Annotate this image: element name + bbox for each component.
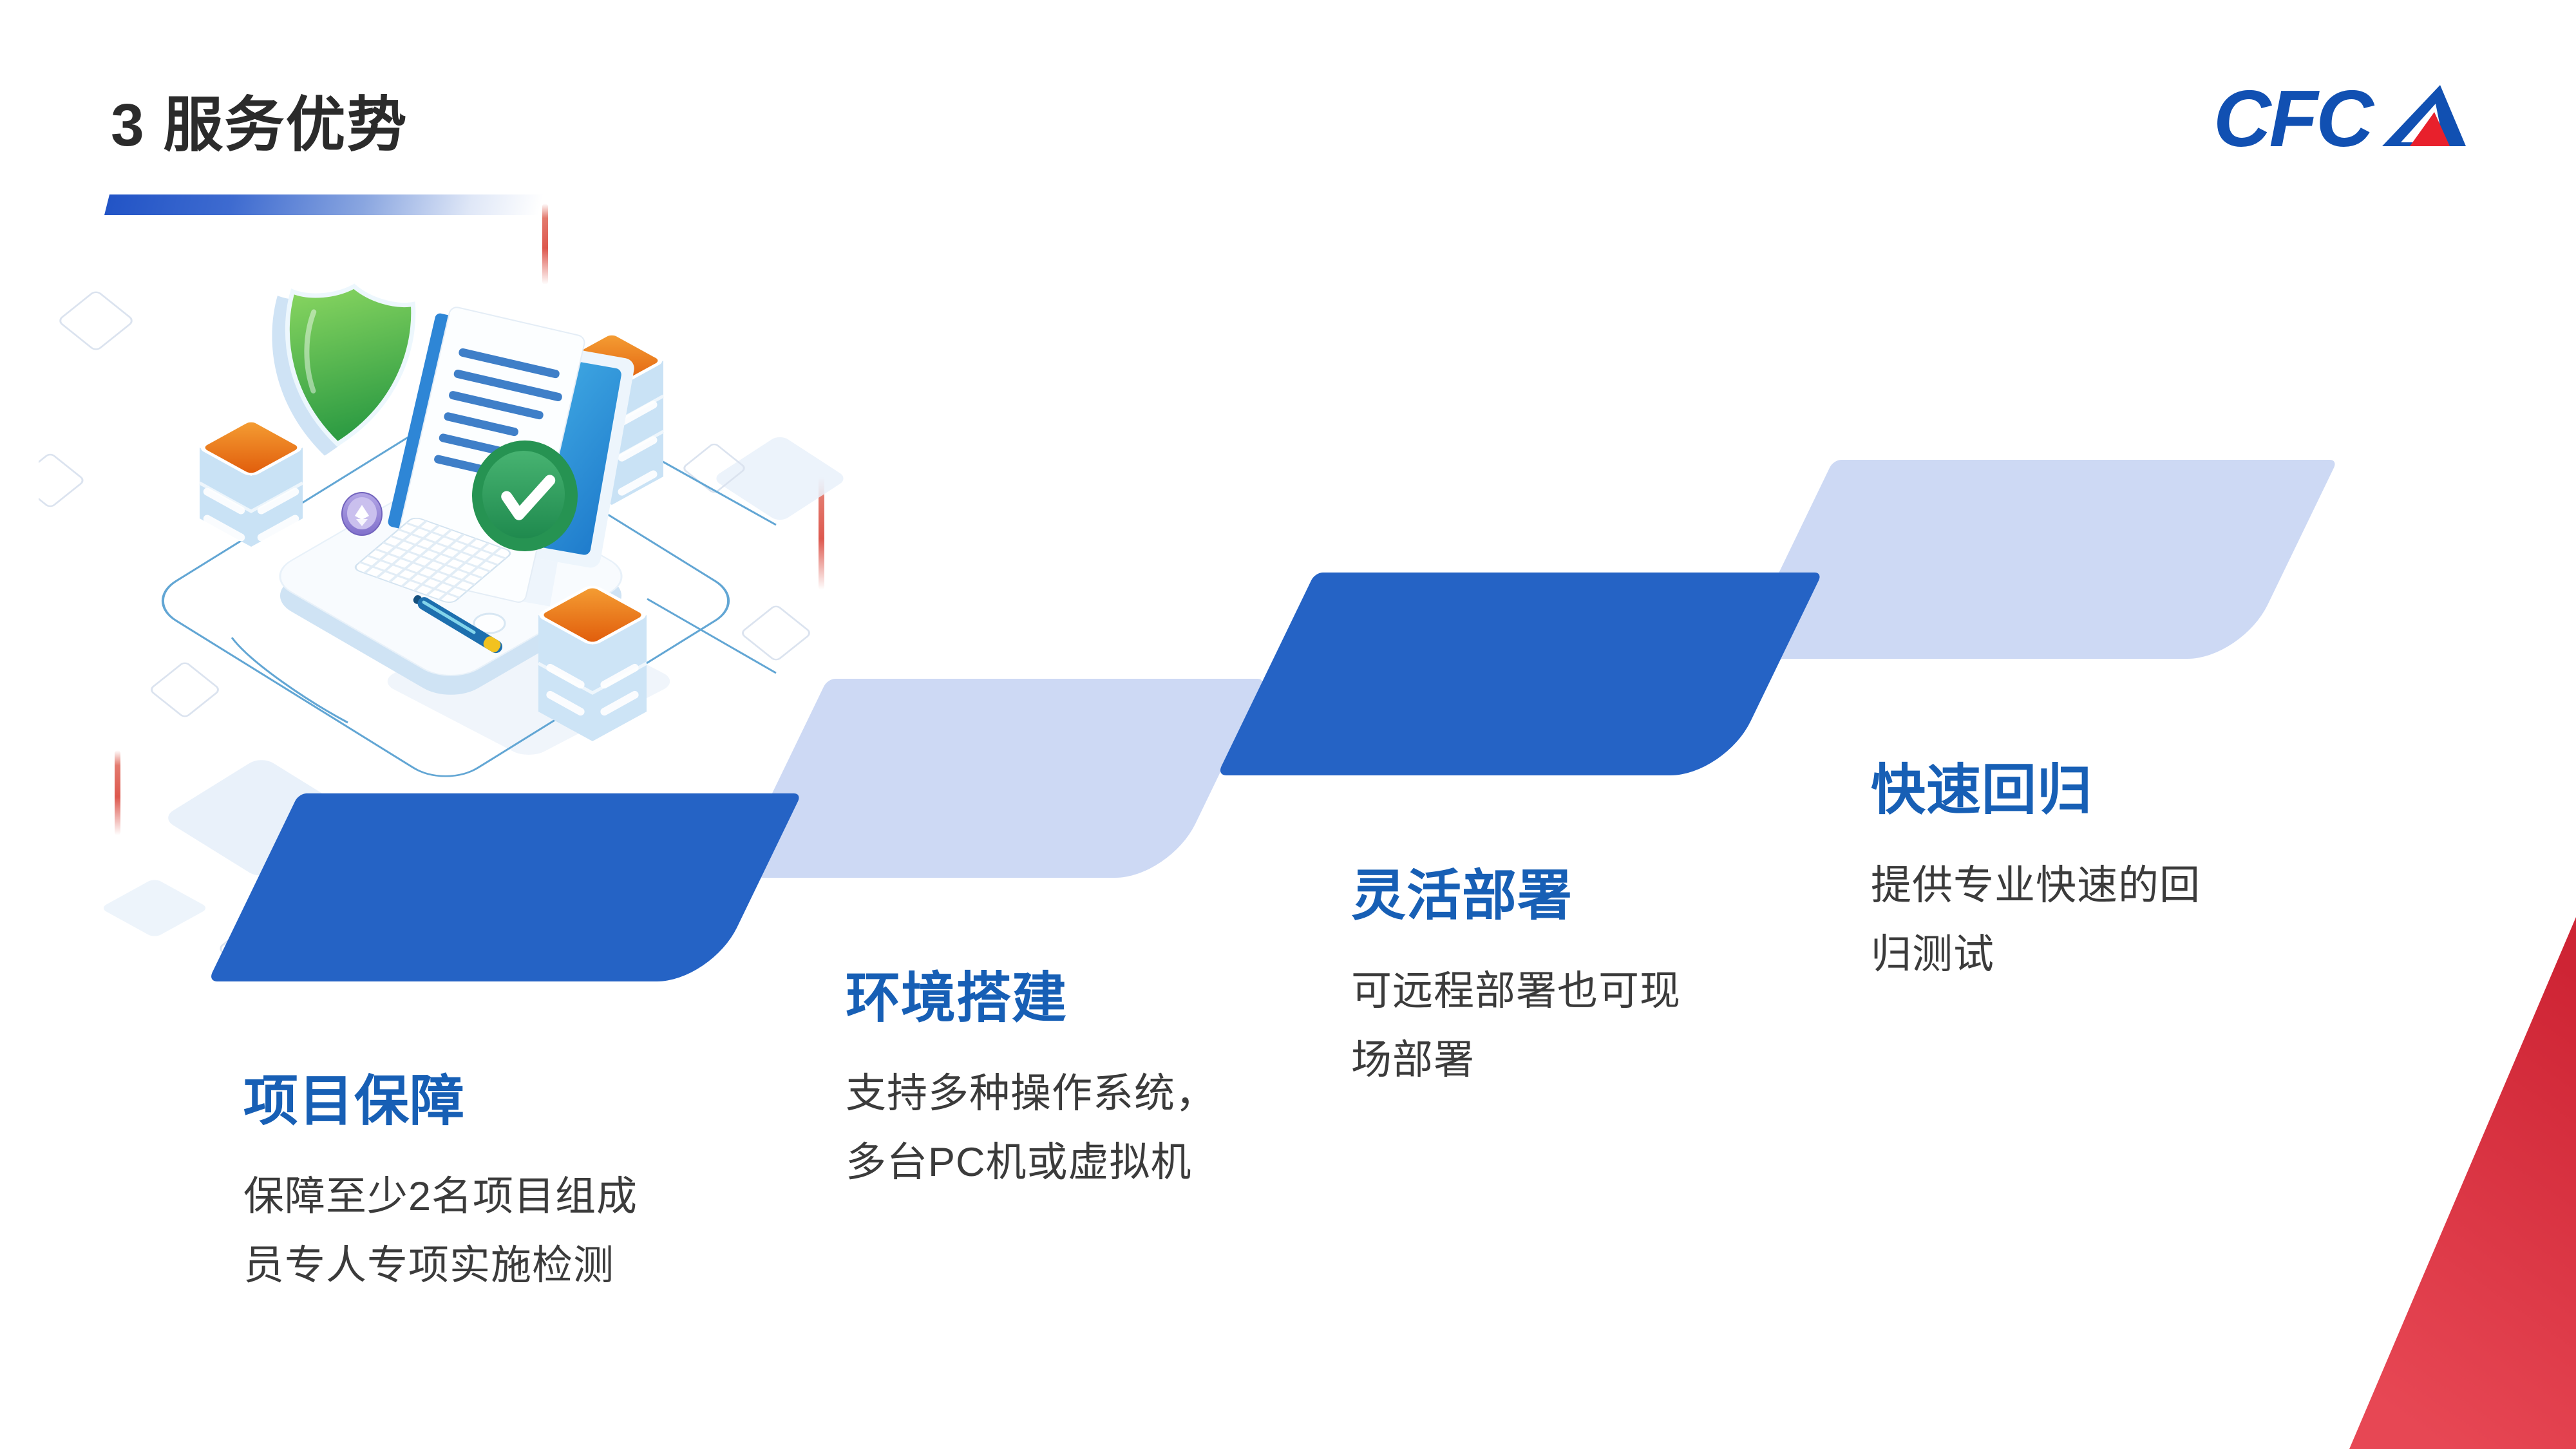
card-description: 提供专业快速的回 归测试 [1871, 851, 2201, 989]
card-environment: 环境搭建 支持多种操作系统， 多台PC机或虚拟机 [846, 971, 1217, 1197]
card-description-line: 提供专业快速的回 [1871, 863, 2201, 908]
card-description-line: 支持多种操作系统， [846, 1071, 1217, 1116]
page-title: 3 服务优势 [111, 91, 408, 158]
red-accent-dash-icon [542, 204, 548, 285]
coin-icon [341, 492, 383, 536]
cfca-logo: CFC [2213, 82, 2466, 158]
cfca-logo-letter-a [2382, 85, 2466, 146]
pen-icon [413, 595, 503, 654]
card-regression: 快速回归 提供专业快速的回 归测试 [1871, 763, 2201, 989]
card-title: 快速回归 [1871, 760, 2093, 821]
card-project: 项目保障 保障至少2名项目组成 员专人专项实施检测 [243, 1074, 638, 1300]
card-description-line: 多台PC机或虚拟机 [846, 1140, 1192, 1185]
cfca-logo-letters: CFC [2213, 82, 2374, 158]
server-stack-bottom-icon [537, 585, 648, 741]
card-shape-project [207, 793, 802, 981]
card-title: 灵活部署 [1351, 866, 1573, 927]
server-stack-left-icon [198, 419, 304, 547]
mouse-icon [473, 612, 506, 634]
card-description-line: 归测试 [1871, 932, 1994, 977]
title-underline-bar [104, 194, 553, 215]
cfca-logo-a-red-triangle-icon [2410, 112, 2450, 146]
hero-illustration [39, 283, 844, 980]
card-deployment: 灵活部署 可远程部署也可现 场部署 [1351, 869, 1681, 1095]
card-description: 保障至少2名项目组成 员专人专项实施检测 [243, 1162, 638, 1300]
card-description: 可远程部署也可现 场部署 [1351, 957, 1681, 1095]
card-description-line: 可远程部署也可现 [1351, 969, 1681, 1014]
card-description: 支持多种操作系统， 多台PC机或虚拟机 [846, 1059, 1217, 1197]
card-title: 项目保障 [243, 1071, 466, 1132]
red-accent-dash-icon [115, 750, 120, 835]
keyboard-icon [354, 517, 511, 603]
card-description-line: 保障至少2名项目组成 [243, 1174, 638, 1219]
card-shape-deployment [1217, 573, 1823, 775]
card-description-line: 场部署 [1351, 1037, 1475, 1083]
card-description-line: 员专人专项实施检测 [243, 1243, 614, 1288]
red-accent-dash-icon [819, 477, 824, 590]
shield-icon [272, 283, 416, 456]
card-title: 环境搭建 [846, 968, 1068, 1029]
card-shape-regression [1737, 460, 2338, 659]
corner-red-wedge [2349, 917, 2576, 1449]
check-circle-icon [472, 440, 578, 551]
